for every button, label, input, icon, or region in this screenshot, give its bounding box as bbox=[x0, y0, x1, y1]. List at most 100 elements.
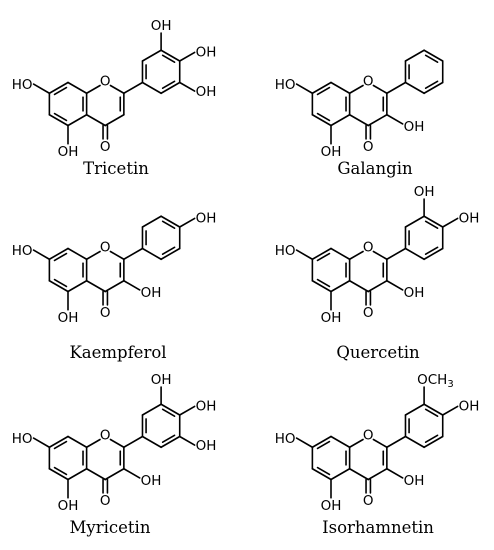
hydroxyl-4-prime: OH bbox=[196, 44, 217, 60]
hydroxyl-7: HO bbox=[275, 77, 296, 93]
ring-b-bond bbox=[160, 435, 181, 449]
ring-b-link-bond bbox=[123, 435, 144, 449]
molecule-name: Galangin bbox=[337, 159, 413, 178]
ring-b-double-bond bbox=[161, 80, 176, 89]
ring-b-bond bbox=[141, 435, 162, 449]
ring-c-bond bbox=[85, 113, 107, 127]
ring-a-double-bond bbox=[316, 466, 331, 476]
ring-oxygen: O bbox=[363, 74, 374, 90]
ring-b-bond bbox=[404, 403, 425, 416]
hydroxyl-5: OH bbox=[321, 310, 342, 326]
ring-a-bond bbox=[330, 435, 351, 449]
ring-b-link-bond bbox=[386, 81, 407, 95]
substituent-bond bbox=[295, 437, 314, 449]
ring-c-bond bbox=[372, 84, 388, 95]
ring-a-bond bbox=[67, 113, 88, 127]
substituent-bond bbox=[386, 113, 404, 125]
molecule-name: Quercetin bbox=[336, 343, 420, 362]
carbonyl-oxygen: O bbox=[100, 305, 111, 321]
ring-b-link-bond bbox=[123, 81, 144, 95]
hydroxyl-5-prime: OH bbox=[196, 438, 217, 454]
ring-c-bond bbox=[348, 84, 364, 95]
ring-b-bond bbox=[160, 49, 181, 62]
ring-c-bond bbox=[104, 279, 125, 293]
substituent-bond bbox=[32, 437, 51, 449]
ring-a-bond bbox=[330, 113, 351, 127]
ring-b-bond bbox=[141, 403, 162, 416]
hydroxyl-3: OH bbox=[404, 473, 425, 489]
hydroxyl-3-prime: OH bbox=[151, 18, 172, 34]
ring-b-bond bbox=[404, 435, 425, 449]
ring-a-bond bbox=[311, 467, 332, 481]
ring-b-double-bond bbox=[161, 246, 176, 255]
hydroxyl-4-prime: OH bbox=[196, 210, 217, 226]
ring-a-bond bbox=[330, 467, 351, 481]
hydroxyl-5-prime: OH bbox=[196, 84, 217, 100]
ring-a-bond bbox=[311, 247, 332, 261]
ring-c-bond bbox=[367, 113, 388, 127]
ring-oxygen: O bbox=[100, 74, 111, 90]
ring-b-link-bond bbox=[386, 435, 407, 449]
substituent-bond bbox=[32, 249, 51, 261]
hydroxyl-5: OH bbox=[321, 144, 342, 160]
substituent-bond bbox=[178, 81, 196, 92]
methoxy-3-prime: OCH3 bbox=[417, 372, 454, 390]
ring-b-bond bbox=[423, 215, 444, 228]
ring-a-bond bbox=[67, 435, 88, 449]
ring-c-bond bbox=[348, 113, 370, 127]
ring-b-bond bbox=[423, 81, 444, 95]
ring-a-double-bond bbox=[316, 440, 331, 450]
ring-b-bond bbox=[404, 215, 425, 228]
substituent-bond bbox=[123, 279, 141, 291]
ring-b-double-bond bbox=[424, 246, 439, 255]
ring-a-bond bbox=[48, 247, 69, 261]
ring-b-bond bbox=[160, 81, 181, 95]
molecule-name: Kaempferol bbox=[69, 343, 166, 362]
ring-a-bond bbox=[67, 247, 88, 261]
substituent-bond bbox=[441, 405, 459, 416]
substituent-bond bbox=[295, 249, 314, 261]
ring-oxygen: O bbox=[363, 240, 374, 256]
ring-a-bond bbox=[67, 279, 88, 293]
ring-b-bond bbox=[160, 403, 181, 416]
hydroxyl-3-prime: OH bbox=[151, 372, 172, 388]
ring-b-bond bbox=[404, 247, 425, 261]
ring-b-bond bbox=[160, 247, 181, 261]
hydroxyl-3-prime: OH bbox=[414, 184, 435, 200]
substituent-bond bbox=[178, 51, 196, 62]
molecule-name: Myricetin bbox=[70, 518, 151, 537]
ring-b-double-bond bbox=[424, 54, 439, 63]
ring-a-double-bond bbox=[316, 112, 331, 122]
methoxy-prefix: OCH bbox=[417, 372, 447, 388]
carbonyl-oxygen: O bbox=[363, 493, 374, 509]
ring-c-bond bbox=[348, 438, 364, 449]
ring-a-bond bbox=[311, 113, 332, 127]
ring-c-bond bbox=[367, 279, 388, 293]
ring-a-bond bbox=[48, 467, 69, 481]
ring-b-bond bbox=[423, 403, 444, 416]
ring-b-bond bbox=[404, 81, 425, 95]
ring-a-double-bond bbox=[316, 278, 331, 288]
ring-b-double-bond bbox=[161, 434, 176, 443]
ring-b-bond bbox=[404, 49, 425, 62]
ring-a-double-bond bbox=[53, 86, 68, 96]
ring-c-bond bbox=[104, 467, 125, 481]
substituent-bond bbox=[441, 217, 459, 228]
hydroxyl-7: HO bbox=[12, 431, 33, 447]
hydroxyl-4-prime: OH bbox=[459, 210, 480, 226]
ring-b-double-bond bbox=[161, 408, 176, 417]
ring-a-bond bbox=[330, 247, 351, 261]
hydroxyl-5: OH bbox=[58, 498, 79, 514]
hydroxyl-4-prime: OH bbox=[196, 398, 217, 414]
carbonyl-oxygen: O bbox=[100, 493, 111, 509]
hydroxyl-7: HO bbox=[275, 243, 296, 259]
ring-a-bond bbox=[311, 435, 332, 449]
substituent-bond bbox=[178, 435, 196, 446]
ring-b-bond bbox=[141, 81, 162, 95]
substituent-bond bbox=[178, 217, 196, 228]
ring-c-bond bbox=[104, 113, 125, 127]
